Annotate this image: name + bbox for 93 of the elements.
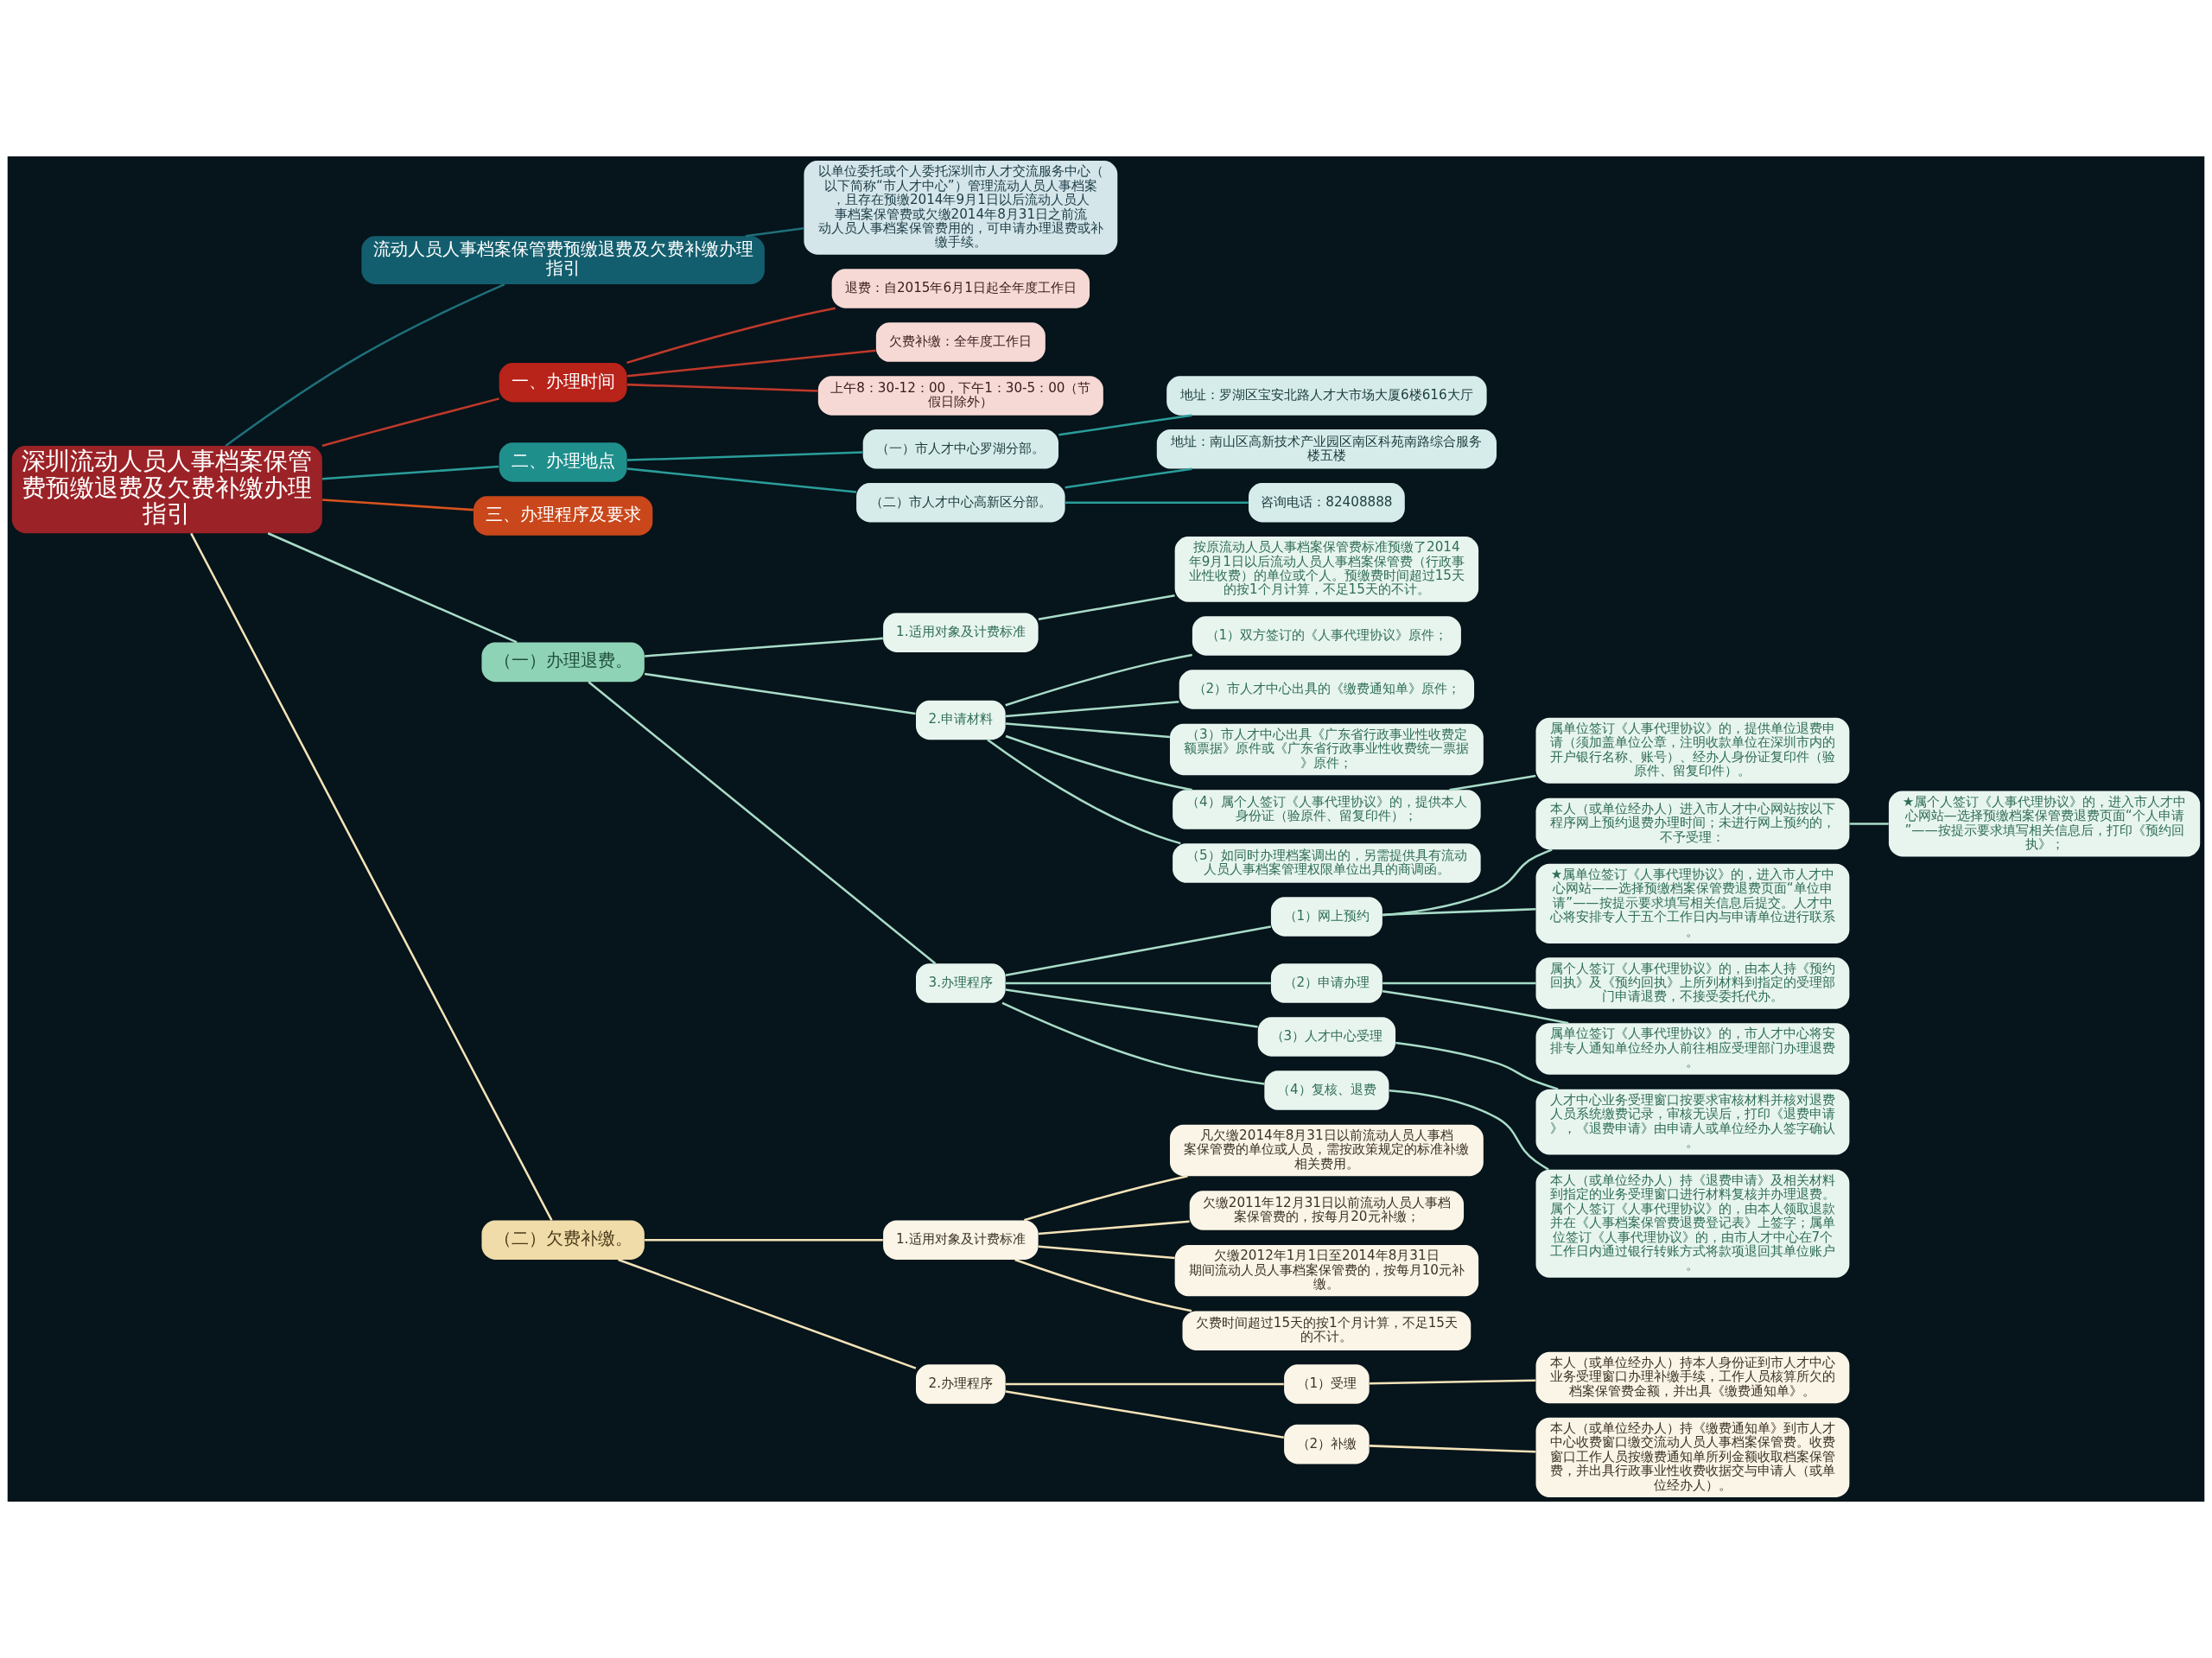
connector: [987, 739, 1181, 845]
node-box: （5）如同时办理档案调出的，另需提供具有流动人员人事档案管理权限单位出具的商调函。: [1173, 843, 1481, 883]
node-box: 按原流动人员人事档案保管费标准预缴了2014年9月1日以后流动人员人事档案保管费（行政事业性收费）的单位或个人。预缴费时间超过15天的按1个月计算，不足15天的不计。: [1174, 537, 1479, 602]
connector: [1005, 925, 1272, 977]
node-box: ★属单位签订《人事代理协议》的，进入市人才中心网站——选择预缴档案保管费退费页面“单位申请”——按提示要求填写相关信息后提交。人才中心将安排专人于五个工作日内与申请单位进行联系。: [1535, 863, 1850, 943]
connector: [1065, 501, 1249, 505]
connector: [618, 1258, 917, 1369]
node-box: 1.适用对象及计费标准: [883, 613, 1039, 652]
connector: [190, 532, 553, 1221]
node-box: 属单位签订《人事代理协议》的，市人才中心将安排专人通知单位经办人前往相应受理部门办理退费。: [1535, 1023, 1850, 1075]
connector: [1005, 1390, 1284, 1439]
connector: [1382, 908, 1536, 916]
node-box: 本人（或单位经办人）持《缴费通知单》到市人才中心收费窗口缴交流动人员人事档案保管费。收费窗口工作人员按缴费通知单所列金额收取档案保管费，并出具行政事业性收费收据交与申请人（或单位经办人）。: [1535, 1417, 1850, 1497]
connector: [321, 397, 499, 448]
node-box: 1.适用对象及计费标准: [883, 1220, 1039, 1260]
node-box: 欠费补缴：全年度工作日: [875, 322, 1046, 362]
connector: [626, 383, 818, 392]
connector: [626, 349, 876, 378]
node-box: （一）办理退费。: [481, 642, 645, 683]
node-box: （3）人才中心受理: [1257, 1017, 1396, 1057]
node-box: （4）属个人签订《人事代理协议》的，提供本人身份证（验原件、留复印件）；: [1173, 790, 1481, 829]
connector: [1065, 467, 1192, 489]
connector: [1389, 1089, 1549, 1171]
connector: [644, 672, 916, 715]
connector: [1382, 848, 1553, 917]
connector: [1005, 701, 1179, 718]
connector: [626, 307, 836, 365]
node-box: 欠缴2012年1月1日至2014年8月31日期间流动人员人事档案保管费的，按每月10元补缴。: [1174, 1244, 1479, 1297]
connector: [1369, 1445, 1536, 1453]
node-box: 属单位签订《人事代理协议》的，提供单位退费申请（须加盖单位公章，注明收款单位在深圳市内的开户银行名称、账号）、经办人身份证复印件（验原件、留复印件）。: [1535, 717, 1850, 784]
connector: [1058, 414, 1192, 436]
node-box: （3）市人才中心出具《广东省行政事业性收费定额票据》原件或《广东省行政事业性收费统一票据》原件；: [1169, 723, 1484, 776]
node-box: 2.办理程序: [916, 1364, 1006, 1404]
node-box: （二）市人才中心高新区分部。: [856, 483, 1065, 523]
connector: [1014, 1258, 1192, 1312]
connector: [1038, 1245, 1175, 1260]
node-box: 凡欠缴2014年8月31日以前流动人员人事档案保管费的单位或人员，需按政策规定的标准补缴相关费用。: [1169, 1124, 1484, 1177]
connector: [745, 227, 804, 238]
connector: [645, 1238, 883, 1242]
connector: [1005, 722, 1170, 739]
node-box: （1）双方签订的《人事代理协议》原件；: [1192, 616, 1461, 656]
connector: [1005, 734, 1192, 791]
node-box: 一、办理时间: [499, 362, 627, 403]
connector: [1005, 988, 1258, 1028]
node-box: 地址：罗湖区宝安北路人才大市场大厦6楼616大厅: [1166, 376, 1487, 416]
node-box: （2）申请办理: [1270, 963, 1382, 1003]
connector: [1382, 989, 1569, 1025]
node-box: （1）网上预约: [1270, 897, 1382, 937]
node-box: （一）市人才中心罗湖分部。: [862, 429, 1058, 469]
node-box: 三、办理程序及要求: [473, 496, 653, 536]
connector: [322, 499, 474, 511]
node-box: 本人（或单位经办人）持本人身份证到市人才中心业务受理窗口办理补缴手续，工作人员核算所欠的档案保管费金额，并出具《缴费通知单》。: [1535, 1351, 1850, 1404]
node-box: 本人（或单位经办人）持《退费申请》及相关材料到指定的业务受理窗口进行材料复核并办理退费。属个人签订《人事代理协议》的，由本人领取退款并在《人事档案保管费退费登记表》上签字；属单位签订《人事代理协议》的，由市人才中心在7个工作日内通过银行转账方式将款项退回其单位账户。: [1535, 1169, 1850, 1278]
node-box: 3.办理程序: [916, 963, 1006, 1003]
node-box: 欠缴2011年12月31日以前流动人员人事档案保管费的，按每月20元补缴；: [1189, 1191, 1465, 1230]
node-box: （1）受理: [1284, 1364, 1370, 1404]
node-box: 深圳流动人员人事档案保管费预缴退费及欠费补缴办理指引: [11, 446, 322, 534]
connector: [1395, 1041, 1559, 1090]
node-box: 地址：南山区高新技术产业园区南区科苑南路综合服务楼五楼: [1156, 429, 1497, 469]
node-box: 流动人员人事档案保管费预缴退费及欠费补缴办理指引: [361, 236, 765, 284]
connector: [1023, 1175, 1188, 1222]
connector: [1849, 823, 1889, 825]
connector: [1005, 981, 1271, 985]
connector: [1001, 1001, 1265, 1085]
connector: [626, 451, 863, 461]
connector: [267, 532, 518, 644]
connector: [626, 467, 857, 493]
node-box: （2）市人才中心出具的《缴费通知单》原件；: [1179, 670, 1475, 709]
node-box: （二）欠费补缴。: [481, 1220, 645, 1260]
node-box: 本人（或单位经办人）进入市人才中心网站按以下程序网上预约退费办理时间；未进行网上预约的，不予受理：: [1535, 797, 1850, 850]
connector: [1005, 653, 1192, 707]
connector: [1038, 1220, 1190, 1236]
connector: [1382, 981, 1536, 985]
node-box: 上午8：30-12：00，下午1：30-5：00（节假日除外）: [817, 376, 1103, 416]
node-box: （2）补缴: [1284, 1424, 1370, 1464]
node-box: 退费：自2015年6月1日起全年度工作日: [831, 269, 1090, 308]
node-box: ★属个人签订《人事代理协议》的，进入市人才中心网站—选择预缴档案保管费退费页面“个人申请”——按提示要求填写相关信息后，打印《预约回执》；: [1888, 791, 2201, 857]
node-box: （4）复核、退费: [1264, 1070, 1389, 1110]
connector: [1449, 774, 1536, 791]
connector: [588, 681, 937, 965]
node-box: 2.申请材料: [916, 700, 1006, 740]
connector: [1038, 594, 1175, 621]
node-box: 人才中心业务受理窗口按要求审核材料并核对退费人员系统缴费记录，审核无误后，打印《退费申请》，《退费申请》由申请人或单位经办人签字确认。: [1535, 1089, 1850, 1155]
node-box: 欠费时间超过15天的按1个月计算，不足15天的不计。: [1182, 1311, 1471, 1350]
node-box: 属个人签订《人事代理协议》的，由本人持《预约回执》及《预约回执》上所列材料到指定的受理部门申请退费，不接受委托代办。: [1535, 957, 1850, 1009]
connector: [1369, 1379, 1536, 1385]
connector: [644, 637, 883, 657]
node-box: 咨询电话：82408888: [1249, 483, 1405, 523]
connector: [225, 283, 505, 447]
connector: [1005, 1382, 1284, 1386]
node-box: 以单位委托或个人委托深圳市人才交流服务中心（以下简称“市人才中心”）管理流动人员人事档案，且存在预缴2014年9月1日以后流动人员人事档案保管费或欠缴2014年8月31日之前流动人员人事档案保管费用的，可申请办理退费或补缴手续。: [804, 161, 1118, 255]
node-box: 二、办理地点: [499, 442, 627, 482]
connector: [322, 465, 499, 480]
